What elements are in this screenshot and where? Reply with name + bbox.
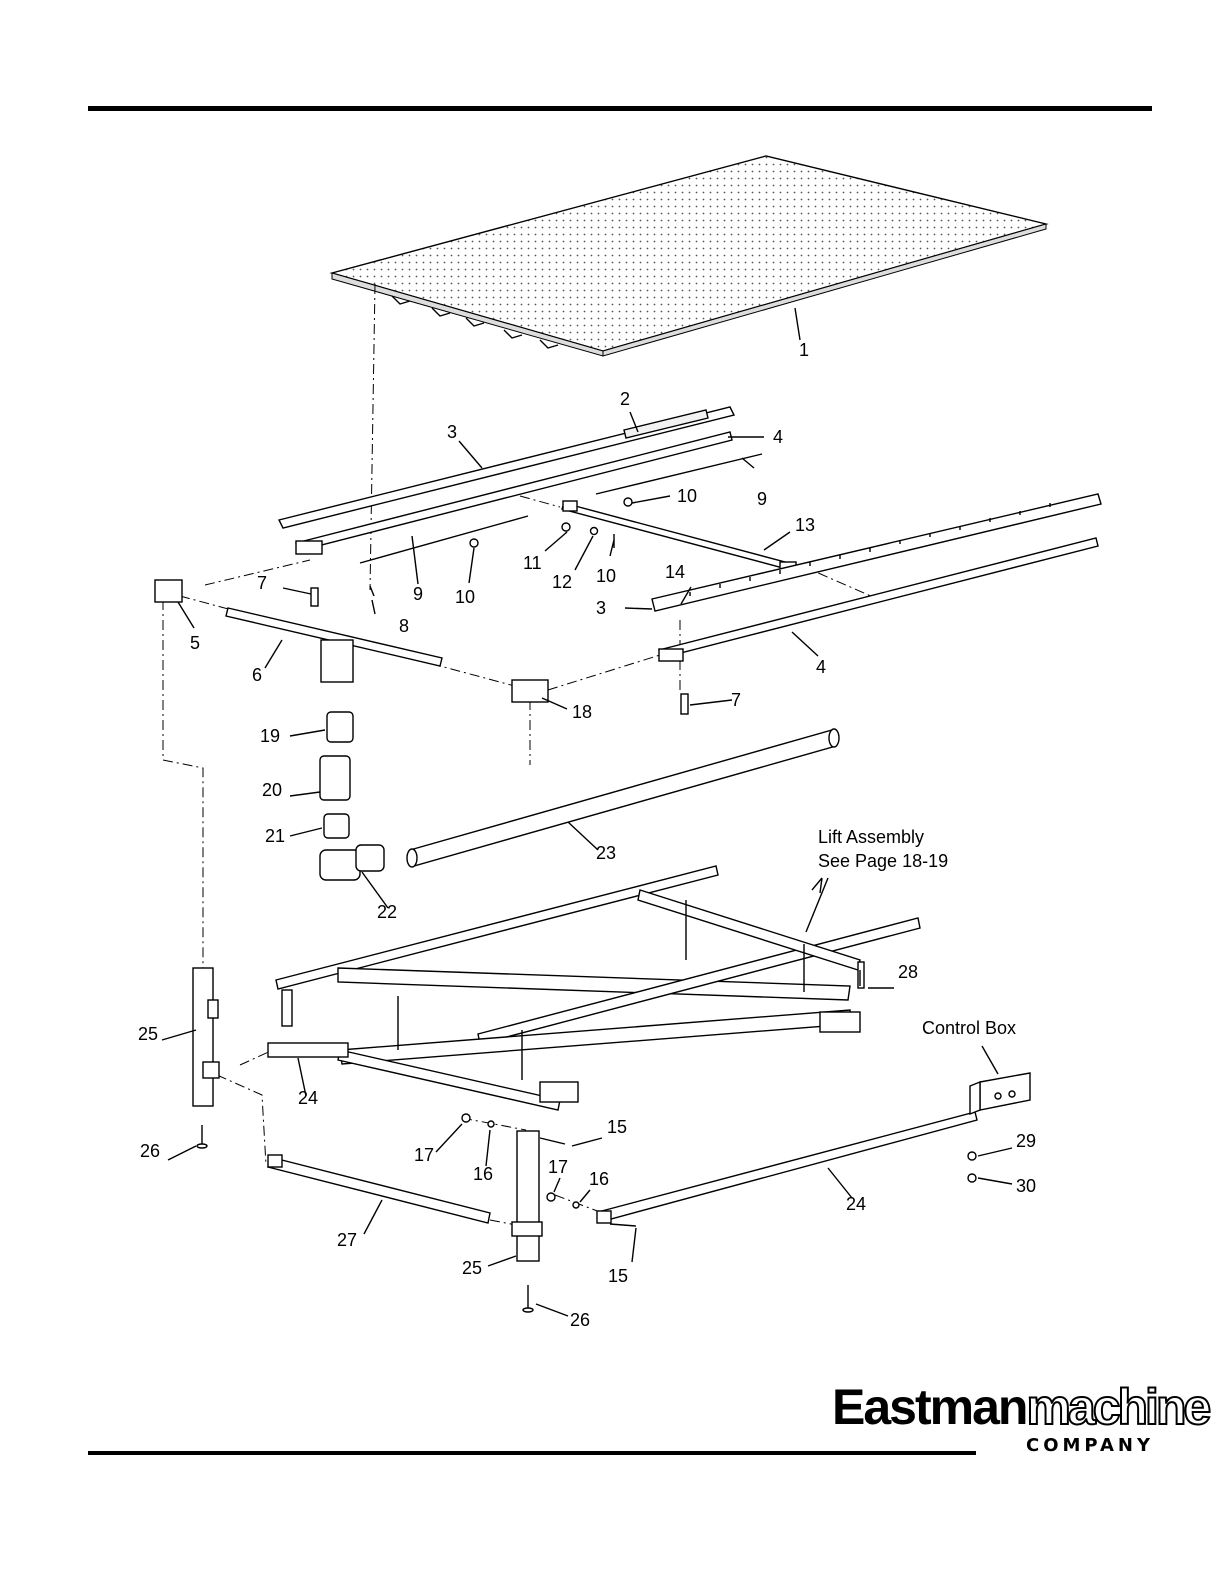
callout-17: 17 bbox=[414, 1145, 434, 1165]
base-frame bbox=[268, 970, 1030, 1312]
right-rails bbox=[652, 494, 1101, 661]
callout-25: 25 bbox=[462, 1258, 482, 1278]
callout-17: 17 bbox=[548, 1157, 568, 1177]
control-box-label: Control Box bbox=[922, 1018, 1016, 1038]
lift-assembly-label: Lift Assembly bbox=[818, 827, 924, 847]
callout-10: 10 bbox=[596, 566, 616, 586]
lift-assembly-page-ref: See Page 18-19 bbox=[818, 851, 948, 871]
callout-26: 26 bbox=[570, 1310, 590, 1330]
callout-18: 18 bbox=[572, 702, 592, 722]
logo-machine-text: machine bbox=[1026, 1379, 1208, 1435]
callout-8: 8 bbox=[399, 616, 409, 636]
callout-28: 28 bbox=[898, 962, 918, 982]
callout-30: 30 bbox=[1016, 1176, 1036, 1196]
callout-21: 21 bbox=[265, 826, 285, 846]
callout-25: 25 bbox=[138, 1024, 158, 1044]
left-leg bbox=[193, 968, 219, 1148]
callout-15: 15 bbox=[607, 1117, 627, 1137]
table-top bbox=[332, 156, 1046, 356]
company-logo: Eastmanmachine COMPANY bbox=[832, 1378, 1154, 1458]
callout-9: 9 bbox=[757, 489, 767, 509]
callout-14: 14 bbox=[665, 562, 685, 582]
callout-10: 10 bbox=[677, 486, 697, 506]
callout-20: 20 bbox=[262, 780, 282, 800]
callout-5: 5 bbox=[190, 633, 200, 653]
callout-3: 3 bbox=[596, 598, 606, 618]
callout-11: 11 bbox=[523, 553, 542, 573]
callout-29: 29 bbox=[1016, 1131, 1036, 1151]
callout-19: 19 bbox=[260, 726, 280, 746]
pipe-assembly bbox=[320, 712, 839, 880]
logo-brand-text: Eastman bbox=[832, 1379, 1026, 1435]
logo-company-text: COMPANY bbox=[1026, 1435, 1154, 1456]
callout-26: 26 bbox=[140, 1141, 160, 1161]
logo-wordmark: Eastmanmachine bbox=[832, 1378, 1208, 1436]
callout-9: 9 bbox=[413, 584, 423, 604]
callout-15: 15 bbox=[608, 1266, 628, 1286]
callout-4: 4 bbox=[816, 657, 826, 677]
callout-10: 10 bbox=[455, 587, 475, 607]
callout-23: 23 bbox=[596, 843, 616, 863]
callout-27: 27 bbox=[337, 1230, 357, 1250]
callout-2: 2 bbox=[620, 389, 630, 409]
callout-24: 24 bbox=[846, 1194, 866, 1214]
callout-13: 13 bbox=[795, 515, 815, 535]
callout-16: 16 bbox=[589, 1169, 609, 1189]
callout-12: 12 bbox=[552, 572, 572, 592]
callout-7: 7 bbox=[731, 690, 741, 710]
callout-22: 22 bbox=[377, 902, 397, 922]
callout-3: 3 bbox=[447, 422, 457, 442]
callout-7: 7 bbox=[257, 573, 267, 593]
callout-1: 1 bbox=[799, 340, 809, 360]
callout-16: 16 bbox=[473, 1164, 493, 1184]
callout-4: 4 bbox=[773, 427, 783, 447]
notes: Lift Assembly See Page 18-19 Control Box bbox=[818, 827, 1016, 1038]
callout-24: 24 bbox=[298, 1088, 318, 1108]
callout-6: 6 bbox=[252, 665, 262, 685]
lift-assembly bbox=[268, 866, 920, 1110]
